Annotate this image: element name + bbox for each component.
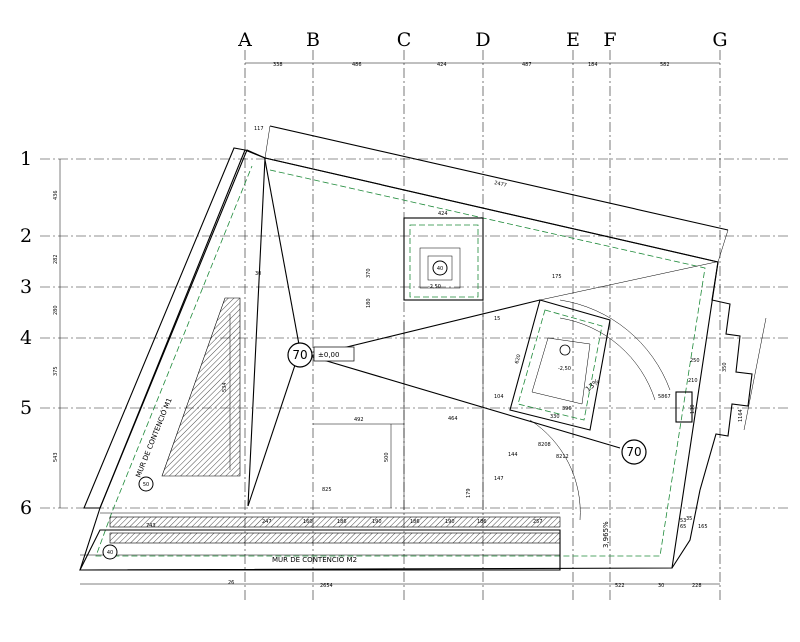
dim-col-bc: 486 — [352, 62, 362, 68]
svg-text:396: 396 — [562, 406, 572, 412]
dim-col-ef: 184 — [588, 62, 598, 68]
wall-m2-label: MUR DE CONTENCIÓ M2 — [272, 555, 357, 564]
axis-label-col-G: G — [712, 29, 727, 51]
svg-text:-2,50: -2,50 — [558, 366, 571, 372]
svg-text:330: 330 — [550, 414, 560, 420]
svg-text:70: 70 — [626, 445, 641, 459]
level-marker-40-top: 40 — [432, 260, 448, 276]
svg-text:534: 534 — [222, 382, 228, 392]
svg-text:186: 186 — [477, 519, 487, 525]
axis-label-col-D: D — [475, 29, 490, 51]
svg-text:500: 500 — [384, 452, 390, 462]
svg-text:8208: 8208 — [538, 442, 551, 448]
level-zero-label: ±0,00 — [318, 351, 339, 359]
svg-text:165: 165 — [698, 524, 708, 530]
central-room — [313, 217, 484, 510]
svg-text:180: 180 — [366, 298, 372, 308]
axis-label-col-F: F — [603, 29, 616, 51]
level-marker-50: 50 — [138, 476, 154, 492]
svg-text:26: 26 — [228, 580, 234, 586]
svg-text:825: 825 — [322, 487, 332, 493]
svg-text:40: 40 — [437, 266, 443, 272]
svg-text:104: 104 — [494, 394, 504, 400]
axis-label-row-3: 3 — [20, 276, 32, 298]
svg-text:620: 620 — [514, 354, 522, 365]
level-minus250-room: -2,50 — [428, 284, 441, 290]
level-marker-70-main: 70 ±0,00 — [287, 342, 355, 368]
axis-label-row-5: 5 — [20, 397, 32, 419]
level-marker-minus250: -2,50 — [558, 344, 571, 372]
svg-text:257: 257 — [533, 519, 543, 525]
dim-bottom-total: 2654 — [320, 583, 333, 589]
svg-text:743: 743 — [146, 523, 156, 529]
svg-text:186: 186 — [410, 519, 420, 525]
svg-text:50: 50 — [143, 482, 149, 488]
dim-row-34: 280 — [53, 305, 59, 315]
dim-col-ab: 338 — [273, 62, 283, 68]
svg-text:40: 40 — [107, 550, 113, 556]
top-dimension-chain: 338 486 424 487 184 582 — [245, 62, 720, 68]
axis-label-col-C: C — [397, 29, 412, 51]
svg-text:350: 350 — [722, 362, 728, 372]
svg-text:464: 464 — [448, 416, 458, 422]
svg-text:117: 117 — [254, 126, 264, 132]
svg-text:53: 53 — [680, 518, 686, 524]
svg-text:8212: 8212 — [556, 454, 569, 460]
axis-label-col-B: B — [306, 29, 320, 51]
level-marker-40-bottom: 40 — [102, 544, 118, 560]
dim-bottom-30: 30 — [658, 583, 664, 589]
right-edge — [671, 261, 767, 569]
svg-text:147: 147 — [494, 476, 504, 482]
axis-label-row-2: 2 — [20, 225, 32, 247]
axis-label-row-6: 6 — [20, 497, 32, 519]
slope-3965: 3,965% — [602, 521, 610, 548]
dim-bottom-522: 522 — [615, 583, 625, 589]
left-dimension-chain: 436 282 280 375 543 — [53, 159, 61, 508]
dim-row-23: 282 — [53, 254, 59, 264]
svg-text:492: 492 — [354, 417, 364, 423]
dim-col-cd: 424 — [437, 62, 447, 68]
detail-dimensions: 2477 117 30 424 175 492 464 500 825 743 … — [146, 126, 744, 586]
svg-text:190: 190 — [445, 519, 455, 525]
dim-col-de: 487 — [522, 62, 532, 68]
retaining-wall-m2: MUR DE CONTENCIÓ M2 — [79, 512, 561, 571]
axis-label-col-A: A — [237, 29, 252, 51]
svg-text:210: 210 — [688, 378, 698, 384]
svg-text:30: 30 — [255, 271, 261, 277]
bottom-dimension-chain: 2654 522 30 228 — [80, 583, 720, 589]
svg-text:2477: 2477 — [494, 180, 508, 189]
svg-text:424: 424 — [438, 211, 448, 217]
svg-text:250: 250 — [690, 358, 700, 364]
svg-text:144: 144 — [508, 452, 518, 458]
svg-text:370: 370 — [366, 268, 372, 278]
svg-text:179: 179 — [466, 488, 472, 498]
svg-text:247: 247 — [262, 519, 272, 525]
right-room — [509, 299, 671, 521]
retaining-wall-m1: MUR DE CONTENCIÓ M1 — [83, 147, 246, 509]
svg-text:15: 15 — [494, 316, 500, 322]
svg-text:65: 65 — [680, 524, 686, 530]
grid-rows: 1 2 3 4 5 6 — [20, 148, 790, 519]
dim-row-56: 543 — [53, 452, 59, 462]
grid-columns: A B C D E F G — [237, 29, 728, 600]
axis-label-col-E: E — [566, 29, 580, 51]
dim-row-45: 375 — [53, 366, 59, 376]
dim-col-fg: 582 — [660, 62, 670, 68]
svg-text:190: 190 — [372, 519, 382, 525]
svg-text:35: 35 — [686, 516, 692, 522]
svg-text:5867: 5867 — [658, 394, 671, 400]
svg-text:175: 175 — [552, 274, 562, 280]
svg-text:130: 130 — [690, 404, 696, 414]
svg-text:1164: 1164 — [738, 409, 744, 422]
svg-text:160: 160 — [303, 519, 313, 525]
axis-label-row-1: 1 — [20, 148, 32, 170]
axis-label-row-4: 4 — [20, 327, 32, 349]
svg-text:70: 70 — [292, 348, 307, 362]
dim-row-12: 436 — [53, 190, 59, 200]
svg-text:186: 186 — [337, 519, 347, 525]
dim-bottom-228: 228 — [692, 583, 702, 589]
level-marker-70-right: 70 — [621, 439, 647, 465]
